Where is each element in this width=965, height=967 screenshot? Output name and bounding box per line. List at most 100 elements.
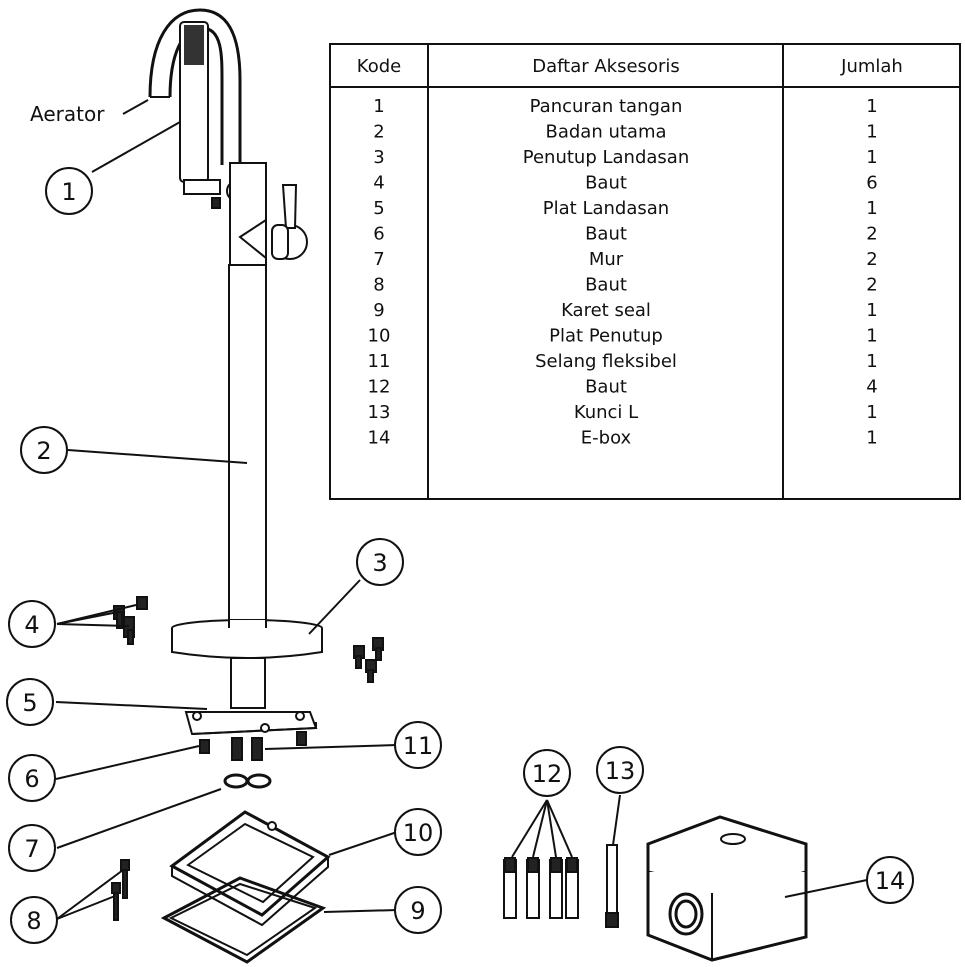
part-1-hand-shower (148, 8, 248, 209)
callout-number: 12 (532, 760, 563, 788)
table-cell-qty: 1 (866, 122, 877, 143)
table-cell-code: 14 (368, 428, 391, 449)
table-cell-name: Baut (585, 377, 627, 398)
callout-circle (6, 678, 54, 726)
callout-number: 11 (403, 732, 434, 760)
callout-circle (45, 167, 93, 215)
callout-number: 6 (24, 765, 39, 793)
accessory-table: Kode Daftar Aksesoris Jumlah 1 Pancuran t… (329, 43, 961, 500)
table-cell-qty: 2 (866, 249, 877, 270)
callout-7: 7 (8, 824, 56, 872)
table-cell-name: Mur (589, 249, 624, 270)
callout-10: 10 (394, 808, 442, 856)
table-cell-code: 12 (368, 377, 391, 398)
callout-number: 7 (24, 835, 39, 863)
table-cell-qty: 2 (866, 275, 877, 296)
part-14-e-box (646, 815, 808, 962)
table-cell-qty: 1 (866, 326, 877, 347)
callout-8: 8 (10, 896, 58, 944)
table-cell-name: Karet seal (561, 300, 651, 321)
callout-circle (356, 538, 404, 586)
aerator-leader-line (122, 99, 149, 115)
table-cell-name: Baut (585, 275, 627, 296)
table-cell-code: 4 (373, 173, 384, 194)
table-border (329, 43, 961, 500)
table-cell-code: 7 (373, 249, 384, 270)
callout-4: 4 (8, 600, 56, 648)
part-9-rubber-seal (160, 876, 327, 964)
callout-number: 14 (875, 867, 906, 895)
table-cell-qty: 1 (866, 402, 877, 423)
part-6-bolts (199, 731, 307, 754)
table-cell-code: 8 (373, 275, 384, 296)
callout-circle (8, 600, 56, 648)
table-cell-code: 6 (373, 224, 384, 245)
table-cell-name: Pancuran tangan (530, 96, 683, 117)
callout-circle (10, 896, 58, 944)
callout-11: 11 (394, 721, 442, 769)
table-cell-name: Selang fleksibel (535, 351, 677, 372)
table-cell-qty: 4 (866, 377, 877, 398)
callout-3: 3 (356, 538, 404, 586)
table-cell-code: 9 (373, 300, 384, 321)
table-cell-code: 3 (373, 147, 384, 168)
table-cell-code: 10 (368, 326, 391, 347)
callout-5: 5 (6, 678, 54, 726)
table-header-name: Daftar Aksesoris (532, 56, 679, 77)
callout-number: 13 (605, 757, 636, 785)
callout-circle (394, 886, 442, 934)
part-10-cover-plate (169, 810, 331, 927)
callout-circle (20, 426, 68, 474)
table-cell-name: Plat Penutup (549, 326, 663, 347)
table-cell-code: 13 (368, 402, 391, 423)
table-cell-name: Plat Landasan (543, 198, 669, 219)
callout-circle (866, 856, 914, 904)
callout-12: 12 (523, 749, 571, 797)
part-7-nuts (223, 773, 272, 789)
callout-number: 3 (372, 549, 387, 577)
aerator-label: Aerator (30, 102, 105, 126)
table-cell-name: Baut (585, 224, 627, 245)
leader-lines (55, 121, 868, 920)
table-header-code: Kode (357, 56, 401, 77)
table-cell-code: 5 (373, 198, 384, 219)
callout-6: 6 (8, 754, 56, 802)
callout-number: 2 (36, 437, 51, 465)
callout-circle (8, 754, 56, 802)
callout-number: 8 (26, 907, 41, 935)
part-11-flexible-hose (231, 737, 263, 761)
table-cell-code: 2 (373, 122, 384, 143)
callout-1: 1 (45, 167, 93, 215)
table-cell-qty: 1 (866, 300, 877, 321)
callout-13: 13 (596, 746, 644, 794)
table-cell-name: Badan utama (545, 122, 666, 143)
callout-number: 1 (61, 178, 76, 206)
table-cell-name: E-box (581, 428, 632, 449)
callout-14: 14 (866, 856, 914, 904)
table-cell-name: Penutup Landasan (523, 147, 689, 168)
table-cell-code: 11 (368, 351, 391, 372)
part-2-main-body (228, 162, 308, 621)
table-cell-qty: 1 (866, 96, 877, 117)
part-3-base-cover (171, 619, 323, 709)
callout-circle (523, 749, 571, 797)
part-13-l-key (605, 844, 619, 928)
table-cell-code: 1 (373, 96, 384, 117)
table-cell-qty: 6 (866, 173, 877, 194)
callout-circle (596, 746, 644, 794)
part-12-anchor-bolts (503, 857, 579, 919)
table-cell-qty: 1 (866, 147, 877, 168)
table-cell-qty: 2 (866, 224, 877, 245)
table-cell-qty: 1 (866, 198, 877, 219)
table-cell-name: Baut (585, 173, 627, 194)
callout-number: 9 (410, 897, 425, 925)
callout-2: 2 (20, 426, 68, 474)
callout-circle (8, 824, 56, 872)
callout-number: 4 (24, 611, 39, 639)
callout-9: 9 (394, 886, 442, 934)
table-header-qty: Jumlah (840, 56, 903, 77)
table-cell-qty: 1 (866, 351, 877, 372)
